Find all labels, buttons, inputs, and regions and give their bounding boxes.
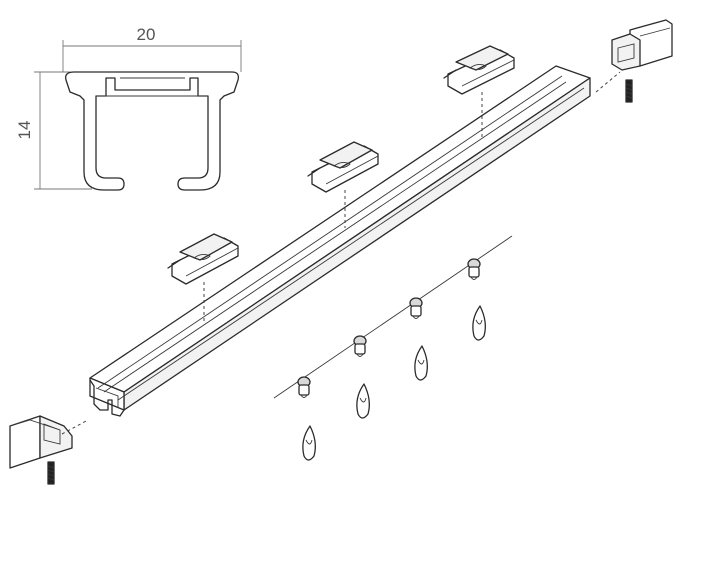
cap-guide-line-left xyxy=(61,419,89,435)
width-label: 20 xyxy=(137,25,156,44)
end-cap-left xyxy=(9,415,73,485)
curtain-hook xyxy=(302,425,316,461)
glider-runner xyxy=(353,335,367,357)
height-dimension: 14 xyxy=(15,71,92,190)
rail-profile-section: 20 14 xyxy=(15,25,242,191)
mounting-clip xyxy=(307,141,379,193)
cap-guide-line-right xyxy=(595,71,621,93)
curtain-rail xyxy=(89,65,591,417)
mounting-clip xyxy=(167,233,239,285)
curtain-hook xyxy=(356,383,370,419)
glider-runner xyxy=(297,376,311,398)
mounting-clip xyxy=(443,45,515,95)
curtain-hook xyxy=(472,305,486,341)
height-label: 14 xyxy=(15,121,34,140)
glider-runner xyxy=(467,258,481,280)
end-cap-right xyxy=(611,19,673,103)
curtain-hook xyxy=(414,345,428,381)
width-dimension: 20 xyxy=(62,25,242,72)
rail-profile-outline xyxy=(65,71,240,191)
glider-runner xyxy=(409,297,423,319)
